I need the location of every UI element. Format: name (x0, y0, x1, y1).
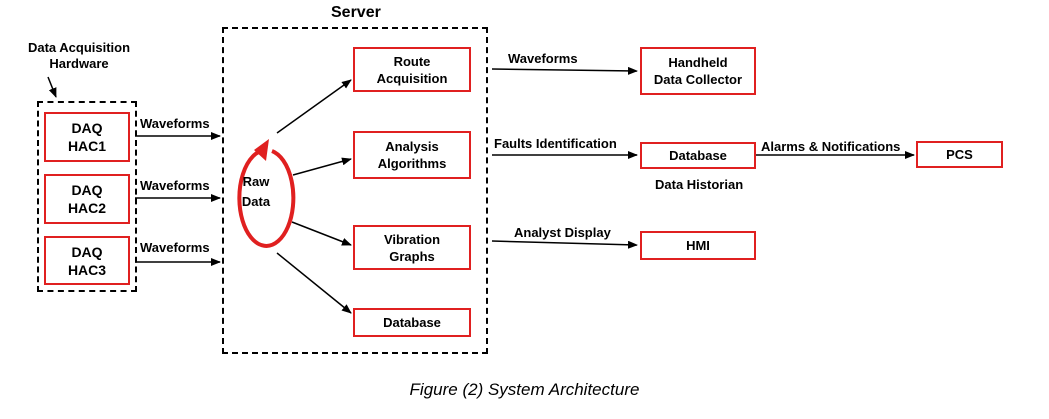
analysis-algorithms-line1: Analysis (385, 139, 439, 154)
server-database-label: Database (383, 315, 441, 330)
alarms-notifications-label: Alarms & Notifications (761, 139, 901, 154)
database-output-label: Database (669, 148, 727, 163)
daq-hac1-line1: DAQ (71, 120, 103, 136)
server-group (222, 27, 488, 354)
route-acquisition-line1: Route (393, 53, 431, 69)
vibration-graphs-box: Vibration Graphs (353, 225, 471, 270)
faults-identification-label: Faults Identification (494, 136, 617, 151)
daq-hac3-line1: DAQ (71, 243, 103, 260)
handheld-line2: Data Collector (653, 72, 743, 87)
handheld-line1: Handheld (668, 55, 728, 70)
pcs-box: PCS (916, 141, 1003, 168)
daq-hardware-label-line1: Data Acquisition (27, 40, 131, 55)
daq-hac3-box: DAQ HAC3 (44, 236, 130, 285)
data-historian-label: Data Historian (655, 177, 744, 192)
raw-data-cycle-arrow (237, 148, 296, 248)
route-acquisition-box: Route Acquisition (353, 47, 471, 92)
server-title: Server (331, 4, 381, 21)
raw-to-vibration-arrow (291, 221, 352, 246)
handheld-data-collector-box: Handheld Data Collector (640, 47, 756, 95)
daq-hardware-label-line2: Hardware (49, 56, 109, 71)
daq-hac2-box: DAQ HAC2 (44, 174, 130, 224)
daq-hac2-line2: HAC2 (67, 200, 107, 216)
route-acquisition-line2: Acquisition (376, 70, 448, 86)
raw-data-label: Raw Data (236, 172, 276, 212)
daq-hardware-pointer-arrow (47, 76, 57, 98)
analysis-algorithms-box: Analysis Algorithms (353, 131, 471, 179)
database-output-box: Database (640, 142, 756, 169)
raw-to-route-arrow (276, 79, 352, 134)
daq-hac2-line1: DAQ (71, 182, 103, 198)
raw-data-line1: Raw (242, 174, 270, 189)
waveforms-label-3: Waveforms (140, 240, 210, 255)
vibration-graphs-line2: Graphs (389, 248, 435, 264)
daq-hardware-label: Data Acquisition Hardware (14, 40, 144, 72)
waveforms-output-label: Waveforms (508, 51, 578, 66)
daq-hardware-group (37, 101, 137, 292)
analyst-display-label: Analyst Display (514, 225, 611, 240)
daq-hac3-line2: HAC3 (67, 261, 107, 278)
waveforms-label-1: Waveforms (140, 116, 210, 131)
pcs-label: PCS (946, 147, 973, 162)
figure-caption: Figure (2) System Architecture (409, 380, 640, 399)
server-to-handheld-arrow (491, 66, 638, 75)
hmi-label: HMI (686, 238, 710, 253)
daq-hac1-line2: HAC1 (67, 138, 107, 154)
server-database-box: Database (353, 308, 471, 337)
server-to-hmi-arrow (491, 240, 638, 249)
raw-to-database-arrow (276, 252, 352, 314)
hmi-box: HMI (640, 231, 756, 260)
raw-to-analysis-arrow (292, 157, 352, 176)
raw-data-line2: Data (241, 194, 271, 209)
waveforms-label-2: Waveforms (140, 178, 210, 193)
daq-hac1-box: DAQ HAC1 (44, 112, 130, 162)
analysis-algorithms-line2: Algorithms (377, 156, 447, 171)
raw-data-cycle-arrowhead (254, 139, 269, 161)
vibration-graphs-line1: Vibration (383, 231, 441, 247)
